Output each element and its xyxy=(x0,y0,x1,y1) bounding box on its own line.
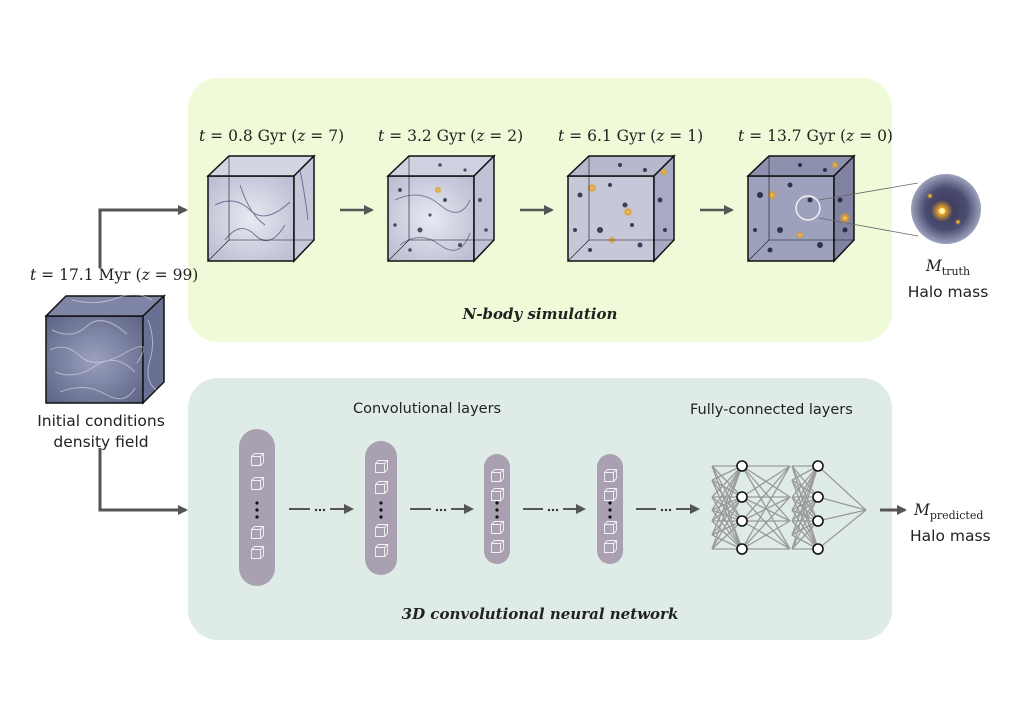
vertical-ellipsis-dot xyxy=(608,515,612,519)
fc-connection xyxy=(791,465,819,536)
feature-map-cube xyxy=(491,521,505,534)
arrow-to-network xyxy=(98,448,188,515)
conv-layer-1 xyxy=(239,429,275,586)
fc-connection xyxy=(741,496,791,550)
snapshot-cube-z0 xyxy=(746,154,856,263)
zoom-line-bottom xyxy=(818,217,919,237)
snapshot-label-4: t = 13.7 Gyr (z = 0) xyxy=(738,127,893,145)
fc-connection xyxy=(741,465,791,498)
vertical-ellipsis-dot xyxy=(379,508,383,512)
fc-connection xyxy=(711,465,743,522)
fc-neuron xyxy=(812,543,824,555)
truth-mass-label: Mtruth Halo mass xyxy=(907,257,989,302)
fc-connection xyxy=(741,465,791,522)
fc-connection xyxy=(711,465,743,550)
fc-neuron xyxy=(736,491,748,503)
fc-connection xyxy=(817,509,867,550)
snapshot-cube-z2 xyxy=(386,154,496,263)
feature-map-cube xyxy=(604,540,618,553)
feature-map-cubes xyxy=(251,453,618,559)
vertical-ellipsis-dot xyxy=(495,508,499,512)
fc-connection xyxy=(711,496,743,536)
feature-map-cube xyxy=(491,469,505,482)
fc-neuron xyxy=(812,491,824,503)
fc-connection xyxy=(741,520,791,550)
initial-time-label: t = 17.1 Myr (z = 99) xyxy=(30,266,199,284)
fc-connection xyxy=(711,465,743,536)
ellipsis-dots xyxy=(314,508,672,512)
snapshot-cube-z7 xyxy=(206,154,316,263)
fc-neuron xyxy=(736,460,748,472)
initial-conditions-caption: Initial conditions density field xyxy=(37,412,165,451)
feature-map-cube xyxy=(375,460,389,473)
fc-connection xyxy=(791,496,819,536)
network-title: 3D convolutional neural network xyxy=(401,605,679,623)
selected-halo-circle xyxy=(795,195,821,221)
feature-map-cube xyxy=(251,477,265,490)
fc-connection xyxy=(711,465,743,511)
predicted-mass-label: Mpredicted Halo mass xyxy=(910,501,991,546)
fc-neuron xyxy=(812,515,824,527)
feature-map-cube xyxy=(604,488,618,501)
fc-connection xyxy=(711,496,743,550)
feature-map-cube xyxy=(375,544,389,557)
snapshot-label-3: t = 6.1 Gyr (z = 1) xyxy=(558,127,704,145)
fc-connection xyxy=(817,465,867,511)
fc-connection xyxy=(791,465,819,511)
feature-map-cube xyxy=(604,521,618,534)
simulation-title: N-body simulation xyxy=(462,305,618,323)
fc-neuron xyxy=(736,515,748,527)
vertical-ellipsis-dot xyxy=(255,501,259,505)
fc-connection xyxy=(791,465,819,550)
feature-map-cube xyxy=(491,488,505,501)
vertical-ellipsis-dot xyxy=(495,501,499,505)
vertical-ellipsis-dot xyxy=(608,501,612,505)
feature-map-cube xyxy=(251,526,265,539)
feature-map-cube xyxy=(375,481,389,494)
fc-neuron xyxy=(736,543,748,555)
fc-neuron xyxy=(812,460,824,472)
fully-connected-network xyxy=(711,460,867,555)
feature-map-cube xyxy=(604,469,618,482)
feature-map-cube xyxy=(491,540,505,553)
snapshot-cube-z1 xyxy=(566,154,676,263)
feature-map-cube xyxy=(251,453,265,466)
snapshot-label-2: t = 3.2 Gyr (z = 2) xyxy=(378,127,524,145)
vertical-ellipsis-dot xyxy=(379,501,383,505)
fc-connection xyxy=(711,465,743,498)
initial-conditions-cube xyxy=(44,294,166,405)
fc-connection xyxy=(791,496,819,550)
arrow-to-simulation xyxy=(98,205,188,268)
fc-connection xyxy=(791,465,819,522)
halo-zoom-image xyxy=(911,174,981,244)
vertical-ellipsis-dot xyxy=(255,515,259,519)
fc-layers-label: Fully-connected layers xyxy=(690,402,853,418)
conv-layer-2 xyxy=(365,441,397,575)
conv-layer-blocks xyxy=(239,429,623,586)
vertical-ellipsis-dot xyxy=(379,515,383,519)
fc-connection xyxy=(741,496,791,522)
fc-connection xyxy=(817,509,867,522)
vertical-ellipsis-dot xyxy=(495,515,499,519)
zoom-line-top xyxy=(818,182,919,201)
feature-map-cube xyxy=(251,546,265,559)
fc-connection xyxy=(817,496,867,511)
conv-layers-label: Convolutional layers xyxy=(353,401,502,417)
vertical-ellipsis-dot xyxy=(608,508,612,512)
feature-map-cube xyxy=(375,524,389,537)
snapshot-label-1: t = 0.8 Gyr (z = 7) xyxy=(199,127,345,145)
fc-connection xyxy=(741,465,791,550)
fc-connection xyxy=(791,465,819,498)
fc-connection xyxy=(711,520,743,550)
vertical-ellipsis-dot xyxy=(255,508,259,512)
fc-connection xyxy=(791,520,819,550)
